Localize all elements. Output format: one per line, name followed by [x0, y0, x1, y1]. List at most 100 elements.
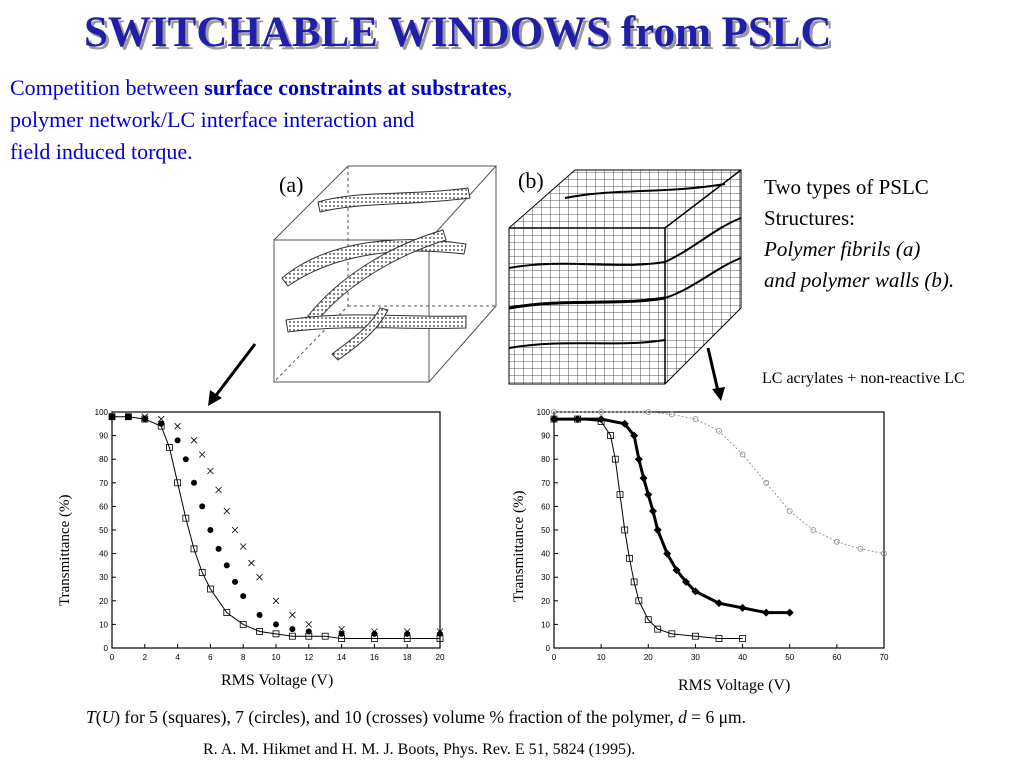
plot-left-x-tick-label: 14 [337, 653, 346, 662]
plot-left-y-tick-label: 10 [99, 620, 108, 629]
plot-left-point [248, 559, 255, 567]
plot-right-series-line [554, 411, 885, 555]
plot-right-y-tick-label: 90 [541, 432, 550, 441]
plot-left-x-tick-label: 6 [208, 653, 213, 662]
plot-left-point [404, 630, 411, 637]
plot-right-point [786, 508, 793, 515]
plot-left-point [157, 415, 165, 423]
plot-left-point [190, 437, 198, 444]
plot-left-x-tick-label: 12 [304, 653, 313, 662]
plot-right-series-line [554, 418, 743, 640]
plot-right-x-tick-label: 10 [597, 653, 606, 662]
plot-left-point [305, 621, 313, 628]
plot-left-point [207, 527, 214, 533]
plot-left-x-tick-label: 18 [403, 653, 412, 662]
caption-rest: ) for 5 (squares), 7 (circles), and 10 (… [114, 707, 679, 727]
plot-left-y-tick-label: 20 [99, 597, 108, 606]
plot-left-point [256, 611, 263, 618]
plot-right-x-tick-label: 70 [880, 653, 889, 662]
plot-right-x-tick-label: 0 [552, 653, 557, 662]
plot-left-point [141, 416, 148, 423]
plot-right-point [692, 416, 699, 422]
plot-right-x-tick-label: 30 [691, 653, 700, 662]
plot-left-frame [111, 411, 441, 649]
plot-left-point [403, 628, 411, 635]
plot-right-y-tick-label: 60 [541, 502, 550, 511]
plot-right-xlabel: RMS Voltage (V) [678, 677, 791, 694]
page-title: SWITCHABLE WINDOWS from PSLC [84, 9, 832, 56]
plot-left-point [215, 545, 222, 552]
plot-left-x-tick-label: 20 [436, 653, 445, 662]
plot-right-point [551, 409, 557, 415]
structure-note: Two types of PSLC Structures: Polymer fi… [764, 172, 954, 296]
plot-left-point [182, 514, 190, 522]
lc-note: LC acrylates + non-reactive LC [762, 370, 965, 387]
plot-right-y-tick-label: 10 [541, 620, 550, 629]
plot-right-x-tick-label: 20 [644, 653, 653, 662]
plot-left-y-tick-label: 50 [99, 526, 108, 535]
plot-right-y-tick-label: 30 [541, 573, 550, 582]
structure-note-line1: Two types of PSLC [764, 175, 929, 199]
plot-left-point [240, 593, 247, 600]
wall-structure-illustration [508, 169, 742, 385]
plot-left-point [190, 545, 198, 553]
plot-left-x-tick-label: 0 [110, 653, 115, 662]
plot-left-point [223, 562, 230, 569]
plot-left-x-tick-label: 16 [370, 653, 379, 662]
plot-right-frame [553, 411, 885, 649]
plot-right-point [739, 451, 746, 458]
plot-left-point [125, 413, 132, 421]
plot-right-y-tick-label: 70 [541, 479, 550, 488]
caption-open-paren: ( [95, 707, 102, 727]
plot-left-x-tick-label: 8 [241, 653, 246, 662]
plot-left-point [436, 628, 444, 635]
caption-t: T [86, 707, 96, 727]
plot-left-point [273, 621, 279, 628]
plot-left-point [199, 503, 206, 510]
plot-left-point [289, 626, 296, 633]
plot-left-y-tick-label: 100 [95, 408, 109, 417]
plot-left-point [223, 507, 231, 515]
plot-left-y-tick-label: 90 [99, 432, 108, 441]
intro-text: Competition between surface constraints … [10, 72, 512, 168]
plot-right-point [857, 545, 864, 552]
reference: R. A. M. Hikmet and H. M. J. Boots, Phys… [203, 741, 636, 758]
plot-left-point [158, 420, 165, 427]
arrow-left-icon [208, 343, 257, 406]
plot-left-y-tick-label: 0 [104, 644, 109, 653]
figure-label-a: (a) [279, 172, 304, 197]
plot-right-series-line [554, 417, 790, 615]
plot-left-y-tick-label: 80 [99, 455, 108, 464]
plot-left-point [256, 573, 263, 581]
plot-left-point [272, 597, 280, 605]
figure-label-b: (b) [518, 168, 544, 193]
plot-left-point [207, 467, 214, 475]
plot-left-x-tick-label: 2 [143, 653, 148, 662]
caption-d: d [678, 707, 687, 727]
plot-right-point [654, 625, 662, 633]
plot-left-xlabel: RMS Voltage (V) [221, 672, 334, 689]
plot-left-point [231, 526, 239, 534]
plot-left-point [371, 630, 378, 637]
plot-left-point [166, 444, 173, 451]
plot-left-point [198, 569, 206, 576]
plot-right-x-tick-label: 40 [738, 653, 747, 662]
plot-right-point [644, 616, 652, 624]
intro-line1-bold: surface constraints at substrates [204, 75, 507, 100]
figure-caption: T(U) for 5 (squares), 7 (circles), and 1… [86, 707, 746, 728]
plot-left-point [174, 437, 181, 444]
arrow-right-icon [706, 347, 725, 401]
plot-right-point [716, 427, 722, 434]
plot-left-y-tick-label: 70 [99, 479, 108, 488]
plot-right-point [810, 527, 817, 533]
plot-right-point [630, 578, 638, 586]
plot-left-x-tick-label: 4 [175, 653, 180, 662]
plot-right-y-tick-label: 40 [541, 550, 550, 559]
plot-left-point [239, 543, 247, 550]
plot-right-y-tick-label: 0 [546, 644, 551, 653]
plot-left-point [437, 630, 443, 637]
structure-note-line3: Polymer fibrils (a) [764, 237, 921, 261]
plot-right-point [763, 479, 770, 486]
intro-line1-prefix: Competition between [10, 75, 205, 100]
